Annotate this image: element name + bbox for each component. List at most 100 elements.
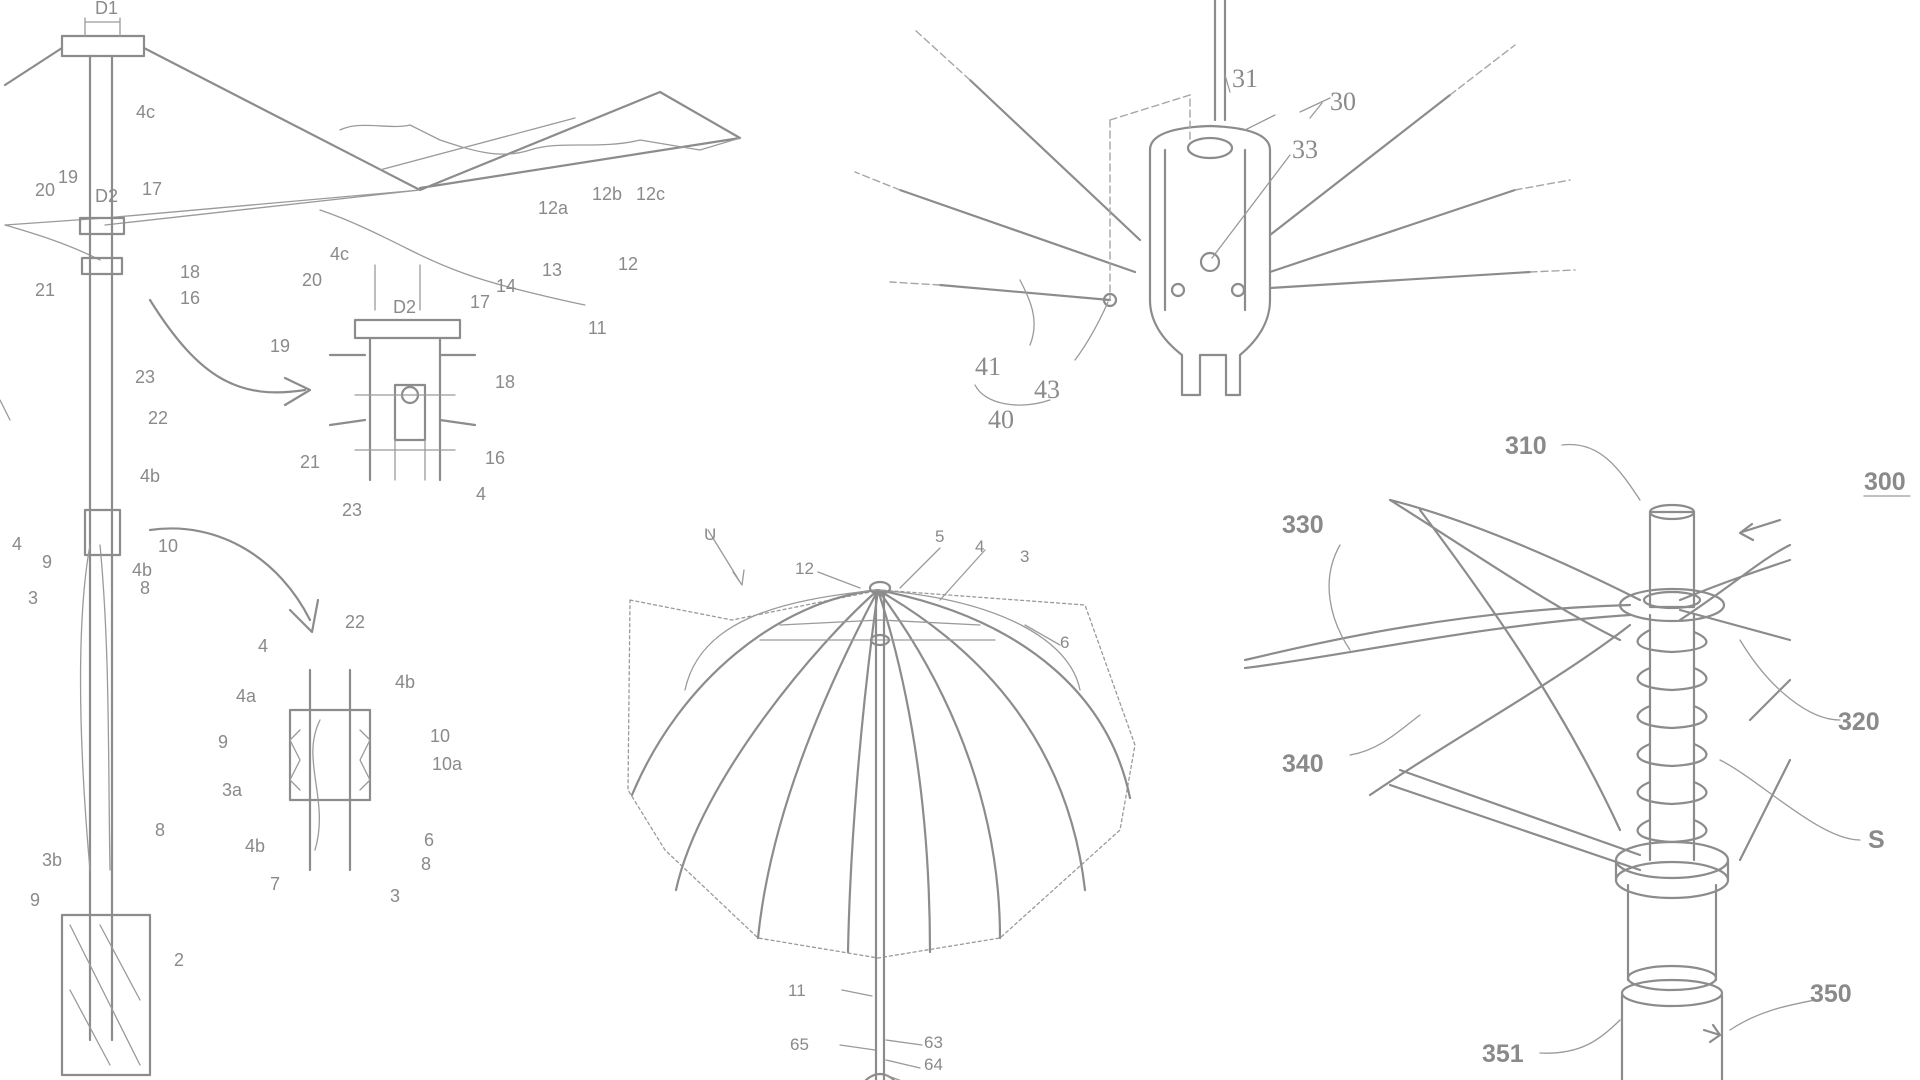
- label-3: 3: [28, 588, 38, 608]
- label-4b-a: 4b: [140, 466, 160, 486]
- label-41: 41: [975, 352, 1001, 381]
- label-14: 14: [496, 276, 516, 296]
- label-17: 17: [142, 179, 162, 199]
- upper-hub: [78, 216, 126, 236]
- leaders-c: [817, 547, 1061, 1080]
- detail1-label-19: 19: [270, 336, 290, 356]
- label-63: 63: [924, 1033, 943, 1052]
- detail2-label-22: 22: [345, 612, 365, 632]
- detail1-label-4: 4: [476, 484, 486, 504]
- label-31: 31: [1232, 64, 1258, 93]
- rod-extensions: [854, 29, 1576, 273]
- connector-10: [83, 508, 122, 557]
- arrow-350: [1702, 1023, 1722, 1044]
- hidden-lines: [1109, 94, 1191, 301]
- detail2-label-10: 10: [430, 726, 450, 746]
- arrow-u: [707, 529, 745, 586]
- arrow-to-detail2: [148, 527, 320, 634]
- inner-cable: [79, 544, 111, 871]
- figure-a-pole-umbrella: D1 4c 19 D2 17 20 18 21 16 23 22 4b 4 9 …: [0, 0, 742, 1077]
- detail2-label-6: 6: [424, 830, 434, 850]
- label-350: 350: [1810, 980, 1852, 1008]
- lower-hub: [80, 256, 124, 276]
- canopy-outline: [627, 589, 1136, 959]
- label-30: 30: [1330, 87, 1356, 116]
- hub-bore: [1186, 136, 1234, 160]
- ribs-top-left: [1388, 498, 1642, 642]
- canopy-fabric-edge: [339, 124, 741, 155]
- center-wire: [1213, 0, 1227, 122]
- label-18: 18: [180, 262, 200, 282]
- label-d2: D2: [95, 186, 118, 206]
- ring-320: [1618, 587, 1726, 623]
- label-64: 64: [924, 1055, 943, 1074]
- label-4b-b: 4b: [132, 560, 152, 580]
- detail1-label-16: 16: [485, 448, 505, 468]
- label-d1: D1: [95, 0, 118, 18]
- label-19: 19: [58, 167, 78, 187]
- hub-grooves: [1163, 148, 1247, 312]
- label-5: 5: [935, 527, 944, 546]
- socket-right: [1230, 282, 1246, 298]
- rod-tip-43: [1102, 292, 1118, 308]
- stretchers: [759, 619, 996, 641]
- label-13: 13: [542, 260, 562, 280]
- detail2-label-3: 3: [390, 886, 400, 906]
- leaders-d: [1328, 443, 1861, 1054]
- base-2: [60, 913, 152, 1077]
- label-23: 23: [135, 367, 155, 387]
- detail2-label-9: 9: [218, 732, 228, 752]
- label-22: 22: [148, 408, 168, 428]
- screw-33: [1199, 251, 1221, 273]
- detail-2-connector: [288, 668, 372, 872]
- label-9-b: 9: [30, 890, 40, 910]
- figure-b-rod-hub: 31 30 33 41 43 40: [854, 0, 1576, 434]
- leaders-b: [974, 74, 1291, 406]
- rod-41-ext: [889, 281, 941, 286]
- top-cap: [60, 34, 146, 58]
- label-340: 340: [1282, 750, 1324, 778]
- tube: [1626, 883, 1718, 982]
- label-43: 43: [1034, 375, 1060, 404]
- rib-340: [1368, 623, 1632, 797]
- label-33: 33: [1292, 135, 1318, 164]
- lower-ring: [1614, 840, 1730, 880]
- label-6: 6: [1060, 633, 1069, 652]
- label-10: 10: [158, 536, 178, 556]
- detail2-label-8: 8: [421, 854, 431, 874]
- edge-arrow: [0, 399, 11, 421]
- label-12: 12: [618, 254, 638, 274]
- label-3b: 3b: [42, 850, 62, 870]
- label-12b: 12b: [592, 184, 622, 204]
- socket-left: [1170, 282, 1186, 298]
- label-8-a: 8: [140, 578, 150, 598]
- top-ribs: [684, 589, 1081, 691]
- canopy-left-edge: [4, 224, 101, 261]
- detail1-label-4c: 4c: [330, 244, 349, 264]
- detail1-label-21: 21: [300, 452, 320, 472]
- detail2-label-7: 7: [270, 874, 280, 894]
- detail1-label-17: 17: [470, 292, 490, 312]
- label-12: 12: [795, 559, 814, 578]
- label-8-b: 8: [155, 820, 165, 840]
- inner-shaft: [1648, 613, 1696, 862]
- label-9: 9: [42, 552, 52, 572]
- ribs-right: [1678, 543, 1792, 642]
- label-3: 3: [1020, 547, 1029, 566]
- detail2-label-4a: 4a: [236, 686, 257, 706]
- label-16: 16: [180, 288, 200, 308]
- top-shaft-cap: [1648, 503, 1696, 521]
- label-11: 11: [588, 318, 607, 338]
- rods: [898, 78, 1532, 290]
- figure-d-spring-mechanism: 310 300 330 320 340 S 350 351: [1243, 432, 1911, 1080]
- spring-s: [1636, 628, 1708, 844]
- detail1-label-18: 18: [495, 372, 515, 392]
- label-u: U: [704, 525, 716, 544]
- label-310: 310: [1505, 432, 1547, 460]
- ribs: [630, 588, 1132, 954]
- label-40: 40: [988, 405, 1014, 434]
- detail2-label-4: 4: [258, 636, 268, 656]
- label-2: 2: [174, 950, 184, 970]
- shaft-11: [874, 593, 886, 1080]
- rib-diag: [1418, 508, 1622, 832]
